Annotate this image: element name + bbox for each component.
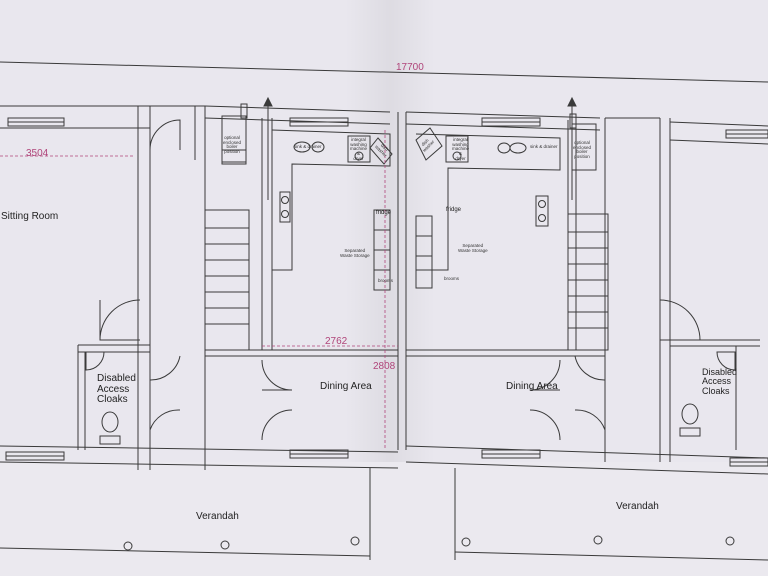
boiler-right-line-1: optional <box>574 140 590 145</box>
sink-left-note: sink & drainer <box>294 144 322 149</box>
paper-lower-fold <box>0 462 768 576</box>
washer-left-line-2: washing <box>350 141 367 147</box>
storage-right-line-2: Waste Storage <box>458 247 488 253</box>
boiler-right-note: optional enclosed boiler position <box>573 140 592 160</box>
right-kitchen-worktop <box>415 123 597 289</box>
left-cloaks-fittings <box>85 351 121 445</box>
storage-right-line-1: Separated <box>462 243 484 248</box>
brooms-right-note: brooms <box>444 276 460 281</box>
washer-right-line-3: machine <box>452 146 470 152</box>
right-stairs <box>567 213 609 351</box>
cloaks-right-line-3: Cloaks <box>702 385 730 396</box>
boiler-right-line-4: position <box>574 154 590 160</box>
storage-left-note: Separated Waste Storage <box>340 248 370 258</box>
verandah-right-label: Verandah <box>616 501 659 512</box>
cloaks-right-label: Disabled Access Cloaks <box>702 367 738 396</box>
washer-left-line-4: & <box>357 151 361 157</box>
overall-dimension-label: 17700 <box>396 62 424 73</box>
washer-right-line-5: dryer <box>455 155 466 161</box>
fridge-right-note: fridge <box>446 207 462 213</box>
storage-right-note: Separated Waste Storage <box>458 243 488 253</box>
washer-right-line-4: & <box>459 151 463 157</box>
cloaks-right-line-2: Access <box>702 376 732 387</box>
cloaks-left-line-1: Disabled <box>97 373 136 384</box>
left-doors <box>99 119 293 441</box>
boiler-left-line-1: optional <box>224 135 240 140</box>
verandah-outline <box>0 468 768 561</box>
sink-right-note: sink & drainer <box>530 144 558 149</box>
dining-area-left-label: Dining Area <box>320 381 372 392</box>
right-doors <box>529 299 701 441</box>
washer-left-note: integral washing machine & dryer <box>350 137 368 162</box>
cloaks-left-label: Disabled Access Cloaks <box>97 373 136 406</box>
boiler-left-note: optional enclosed boiler position <box>223 135 242 155</box>
washer-left-line-3: machine <box>350 146 368 152</box>
washer-right-line-2: washing <box>452 141 469 147</box>
cloaks-left-line-2: Access <box>97 383 130 395</box>
boiler-left-line-3: boiler <box>226 144 238 150</box>
cloaks-right-line-1: Disabled <box>702 367 738 377</box>
boiler-right-line-3: boiler <box>576 149 588 155</box>
right-unit-walls <box>405 111 768 475</box>
brooms-left-note: brooms <box>378 278 394 283</box>
left-unit-walls <box>0 105 407 470</box>
dining-width-dimension-label: 2762 <box>325 336 348 347</box>
washer-left-line-1: integral <box>351 137 366 142</box>
cloaks-left-line-3: Cloaks <box>97 394 128 405</box>
dining-depth-dimension-label: 2808 <box>373 361 396 372</box>
left-kitchen-worktop <box>221 115 393 291</box>
boiler-left-line-2: enclosed <box>223 139 242 145</box>
storage-left-line-2: Waste Storage <box>340 252 370 258</box>
boiler-left-line-4: position <box>224 149 240 155</box>
left-stairs <box>204 209 250 351</box>
verandah-left-label: Verandah <box>196 511 239 522</box>
washer-left-line-5: dryer <box>353 155 364 161</box>
fridge-left-note: fridge <box>376 210 392 216</box>
storage-left-line-1: Separated <box>344 248 366 253</box>
boiler-right-line-2: enclosed <box>573 144 592 150</box>
right-cloaks-fittings <box>679 351 736 437</box>
washer-right-line-1: integral <box>453 137 468 142</box>
sitting-width-dimension-label: 3504 <box>26 148 49 159</box>
washer-right-note: integral washing machine & dryer <box>452 137 470 162</box>
sitting-room-label: Sitting Room <box>1 211 59 222</box>
verandah-posts <box>123 535 735 551</box>
dining-area-right-label: Dining Area <box>506 381 558 392</box>
overall-dimension-line <box>0 61 768 83</box>
flue-arrow-symbols <box>240 96 577 200</box>
